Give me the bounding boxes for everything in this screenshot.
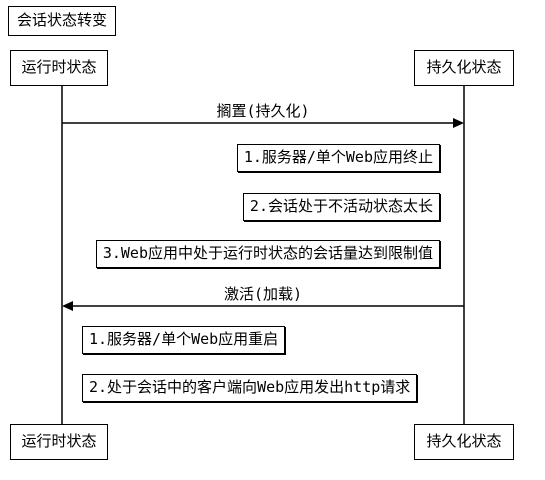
note-activate-1: 1.服务器/单个Web应用重启 [82, 326, 286, 354]
message-persist-label: 搁置(持久化) [216, 102, 310, 120]
arrow-activate-head [62, 301, 73, 311]
participant-persistent-top: 持久化状态 [414, 50, 514, 86]
participant-persistent-bottom: 持久化状态 [414, 424, 514, 460]
participant-runtime-bottom: 运行时状态 [10, 424, 108, 460]
note-persist-2: 2.会话处于不活动状态太长 [242, 193, 440, 221]
note-activate-2: 2.处于会话中的客户端向Web应用发出http请求 [82, 374, 418, 402]
diagram-title: 会话状态转变 [8, 6, 116, 36]
note-persist-1: 1.服务器/单个Web应用终止 [236, 144, 440, 172]
participant-runtime-top: 运行时状态 [10, 50, 108, 86]
arrow-persist-head [453, 118, 464, 128]
message-activate-label: 激活(加载) [223, 285, 303, 303]
note-persist-3: 3.Web应用中处于运行时状态的会话量达到限制值 [95, 240, 440, 268]
